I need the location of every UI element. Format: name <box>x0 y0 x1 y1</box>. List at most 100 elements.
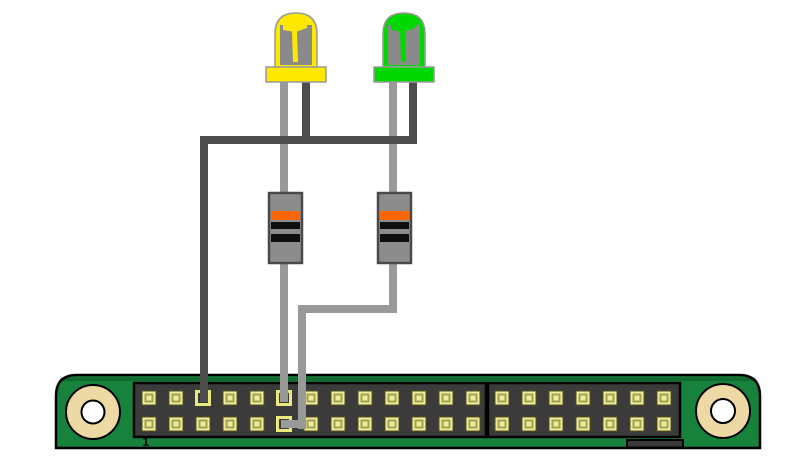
led-yellow <box>265 12 327 83</box>
gpio-pin-bottom-2 <box>168 416 184 432</box>
gpio-pin-top-1 <box>141 390 157 406</box>
led-green-flange <box>373 66 435 83</box>
wire-green-anode-vertical <box>389 70 397 313</box>
resistor-2-band-2 <box>380 222 409 229</box>
resistor-2-band-3 <box>380 234 409 242</box>
gpio-pin-bottom-7 <box>303 416 319 432</box>
gpio-pin-bottom-19-inner <box>632 419 642 429</box>
gpio-pin-bottom-5 <box>249 416 265 432</box>
gpio-pin-top-4 <box>222 390 238 406</box>
gpio-pin-top-14 <box>494 390 510 406</box>
gpio-pin-top-9 <box>357 390 373 406</box>
gpio-pin-bottom-4 <box>222 416 238 432</box>
gpio-pin-top-14-inner <box>497 393 507 403</box>
pcb-top-shade <box>60 377 756 381</box>
gpio-pin-top-1-inner <box>144 393 154 403</box>
gpio-pin-bottom-13 <box>465 416 481 432</box>
gpio-pin-top-8-inner <box>333 393 343 403</box>
gpio-pin-bottom-18 <box>602 416 618 432</box>
gpio-pin-top-20-inner <box>659 393 669 403</box>
gpio-pin-bottom-20 <box>656 416 672 432</box>
gpio-pin-top-11 <box>411 390 427 406</box>
gpio-pin-bottom-2-inner <box>171 419 181 429</box>
resistor-1-band-2 <box>271 222 300 229</box>
gpio-pin-top-17-inner <box>578 393 588 403</box>
gpio-pin-bottom-15 <box>521 416 537 432</box>
gpio-pin-bottom-10 <box>384 416 400 432</box>
board-bottom-component <box>626 439 684 449</box>
gpio-pin-top-18-inner <box>605 393 615 403</box>
gpio-pin-top-2 <box>168 390 184 406</box>
gpio-pin-top-16 <box>548 390 564 406</box>
wire-green-cathode-leg <box>409 70 417 144</box>
gpio-pin-bottom-14-inner <box>497 419 507 429</box>
gpio-pin-bottom-16 <box>548 416 564 432</box>
gpio-pin-bottom-12 <box>438 416 454 432</box>
gpio-pin-bottom-1-inner <box>144 419 154 429</box>
gpio-pin-bottom-4-inner <box>225 419 235 429</box>
gpio-pin-top-10-inner <box>387 393 397 403</box>
wire-ground-bus <box>200 136 417 144</box>
gpio-pin-top-19-inner <box>632 393 642 403</box>
gpio-pin-bottom-20-inner <box>659 419 669 429</box>
resistor-1-band-1 <box>271 211 300 220</box>
gpio-pin-bottom-14 <box>494 416 510 432</box>
gpio-pin-top-4-inner <box>225 393 235 403</box>
gpio-pin-bottom-12-inner <box>441 419 451 429</box>
mounting-hole-right-center <box>710 398 736 424</box>
gpio-pin-top-20 <box>656 390 672 406</box>
resistor-1 <box>267 191 304 265</box>
resistor-2 <box>376 191 413 265</box>
wire-yellow-cathode-leg <box>302 70 310 144</box>
gpio-pin-bottom-11 <box>411 416 427 432</box>
gpio-pin-bottom-7-inner <box>306 419 316 429</box>
gpio-pin-top-2-inner <box>171 393 181 403</box>
resistor-2-band-1 <box>380 211 409 220</box>
gpio-pin-bottom-17 <box>575 416 591 432</box>
gpio-pin-top-18 <box>602 390 618 406</box>
gpio-pin-top-19 <box>629 390 645 406</box>
gpio-pin-top-16-inner <box>551 393 561 403</box>
gpio-pin-bottom-17-inner <box>578 419 588 429</box>
gpio-pin-bottom-1 <box>141 416 157 432</box>
gpio-pin-bottom-19 <box>629 416 645 432</box>
led-green <box>373 12 435 83</box>
gpio-pin-top-7 <box>303 390 319 406</box>
gpio-pin-bottom-18-inner <box>605 419 615 429</box>
gpio-pin-bottom-5-inner <box>252 419 262 429</box>
gpio-pin-bottom-13-inner <box>468 419 478 429</box>
gpio-pin-top-15-inner <box>524 393 534 403</box>
gpio-pin-top-10 <box>384 390 400 406</box>
led-yellow-flange <box>265 66 327 83</box>
wire-ground-drop <box>200 136 208 402</box>
gpio-pin-bottom-3 <box>195 416 211 432</box>
resistor-1-band-3 <box>271 234 300 242</box>
gpio-pin-bottom-16-inner <box>551 419 561 429</box>
gpio-pin-top-5-inner <box>252 393 262 403</box>
gpio-pin-bottom-8-inner <box>333 419 343 429</box>
gpio-pin-top-13 <box>465 390 481 406</box>
gpio-pins <box>141 390 672 432</box>
gpio-pin-top-17 <box>575 390 591 406</box>
gpio-pin-bottom-9-inner <box>360 419 370 429</box>
gpio-pin-bottom-11-inner <box>414 419 424 429</box>
gpio-pin-top-12-inner <box>441 393 451 403</box>
wire-green-anode-into-pin <box>281 420 306 428</box>
wire-green-anode-drop <box>298 305 306 429</box>
gpio-pin-top-12 <box>438 390 454 406</box>
gpio-pin-top-11-inner <box>414 393 424 403</box>
gpio-pin-top-13-inner <box>468 393 478 403</box>
wire-green-anode-horizontal <box>298 305 397 313</box>
gpio-pin-top-15 <box>521 390 537 406</box>
gpio-pin-top-8 <box>330 390 346 406</box>
gpio-pin-top-5 <box>249 390 265 406</box>
gpio-pin-bottom-8 <box>330 416 346 432</box>
mounting-hole-left-center <box>80 399 106 425</box>
gpio-pin-bottom-15-inner <box>524 419 534 429</box>
gpio-pin-top-7-inner <box>306 393 316 403</box>
gpio-pin-bottom-9 <box>357 416 373 432</box>
gpio-pin-bottom-3-inner <box>198 419 208 429</box>
gpio-pin-bottom-10-inner <box>387 419 397 429</box>
